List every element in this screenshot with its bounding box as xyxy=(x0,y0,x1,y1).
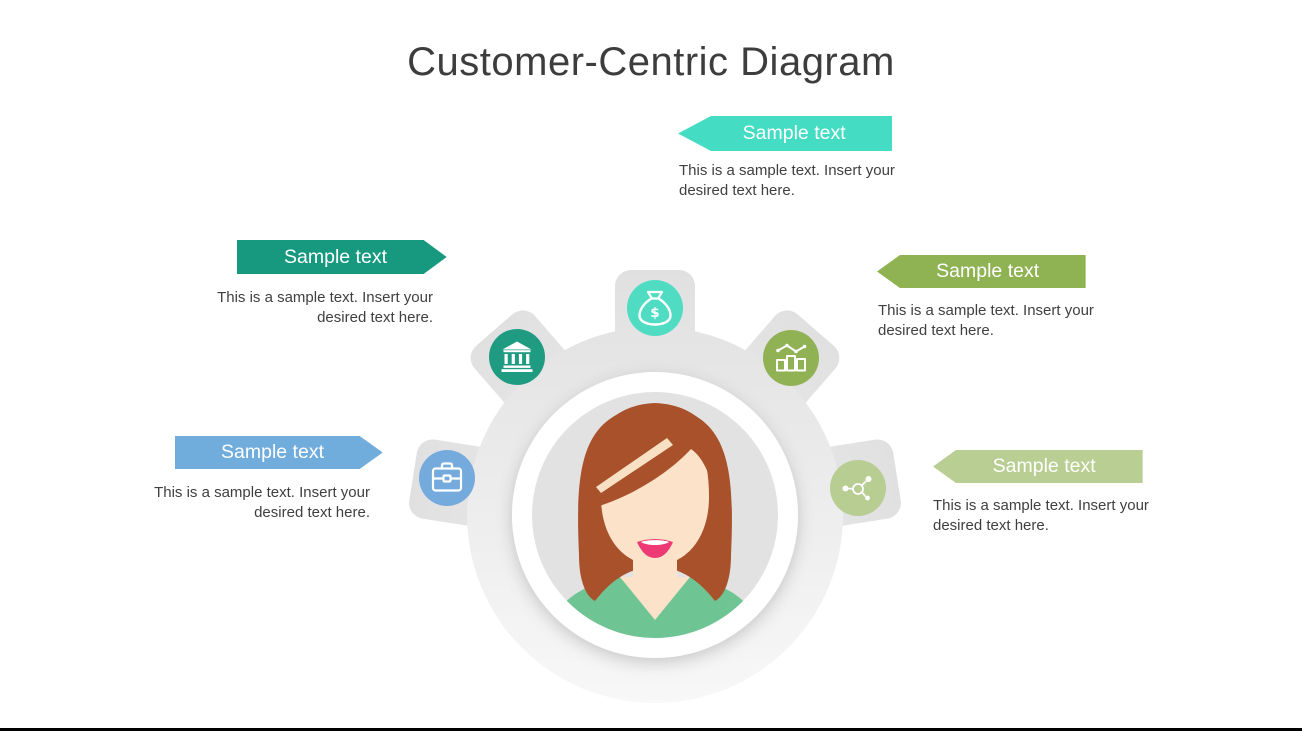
page-title: Customer-Centric Diagram xyxy=(407,40,895,84)
description-upper-right: This is a sample text. Insert your desir… xyxy=(878,302,1094,339)
banner-upper-right-label: Sample text xyxy=(936,260,1040,282)
customer-centric-graphic: $ xyxy=(409,270,901,703)
avatar-teeth xyxy=(641,540,669,545)
description-lower-left: This is a sample text. Insert your desir… xyxy=(154,484,370,521)
banner-upper-right[interactable]: Sample text xyxy=(877,255,1086,288)
banner-upper-left-label: Sample text xyxy=(284,245,387,268)
banner-lower-right[interactable]: Sample text xyxy=(933,450,1143,483)
bank-icon[interactable] xyxy=(489,329,545,385)
description-top: This is a sample text. Insert your desir… xyxy=(679,162,895,199)
svg-text:$: $ xyxy=(650,305,659,321)
banner-lower-right-label: Sample text xyxy=(992,455,1096,477)
briefcase-icon[interactable] xyxy=(419,450,475,506)
banner-lower-left-label: Sample text xyxy=(221,441,324,463)
bottom-divider xyxy=(0,728,1302,731)
banner-upper-left[interactable]: Sample text xyxy=(237,240,447,274)
feature-icons: $ xyxy=(419,280,886,516)
description-lower-right: This is a sample text. Insert your desir… xyxy=(933,497,1149,534)
avatar-hair-highlight xyxy=(596,438,673,493)
banner-top[interactable]: Sample text xyxy=(678,116,893,151)
money-bag-icon[interactable]: $ xyxy=(627,280,683,336)
bar-chart-icon[interactable] xyxy=(763,330,819,386)
avatar-bangs xyxy=(587,403,727,529)
avatar-neck xyxy=(633,555,677,596)
network-icon[interactable] xyxy=(830,460,886,516)
banner-top-label: Sample text xyxy=(742,122,846,144)
banner-lower-left[interactable]: Sample text xyxy=(175,436,383,469)
description-upper-left: This is a sample text. Insert your desir… xyxy=(217,289,433,326)
